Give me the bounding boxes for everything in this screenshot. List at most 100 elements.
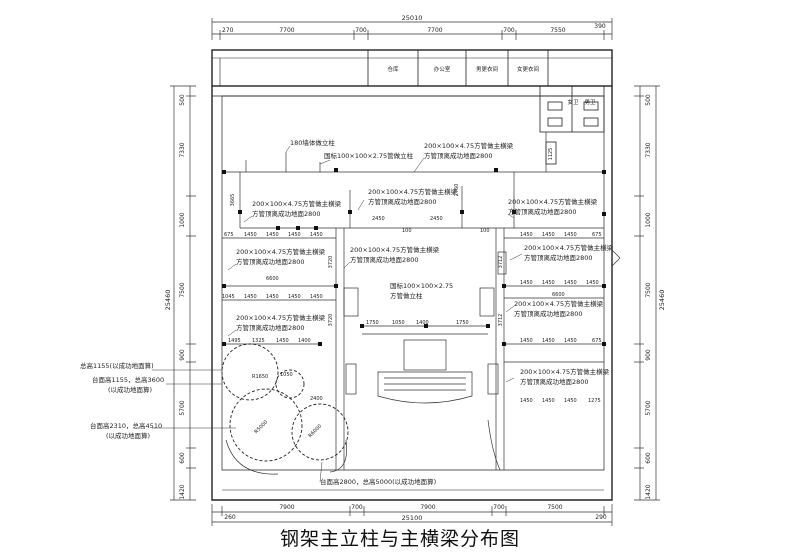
dim-bottom-5: 700 bbox=[493, 504, 505, 511]
label-height-3600-1: 台面高1155，总高3600 bbox=[92, 375, 164, 384]
label-beam-cw-1: 200×100×4.75方管做主横梁 bbox=[350, 245, 440, 254]
dim-100-b: 100 bbox=[480, 228, 490, 234]
dim-1450-d: 1450 bbox=[310, 232, 323, 238]
dim-1450-m: 1450 bbox=[542, 280, 555, 286]
dim-2400: 2400 bbox=[310, 396, 323, 402]
dim-left-1: 500 bbox=[179, 94, 186, 106]
dim-bottom-4: 7900 bbox=[420, 504, 435, 511]
leader-lines bbox=[152, 145, 523, 483]
dim-r5000: R5000 bbox=[253, 419, 269, 435]
label-beam-mid-1: 200×100×4.75方管做主横梁 bbox=[368, 187, 458, 196]
dim-1450-i: 1450 bbox=[266, 294, 279, 300]
dim-1450-t: 1450 bbox=[520, 398, 533, 404]
label-col-gb-top: 国标100×100×2.75管做立柱 bbox=[324, 151, 414, 160]
dim-bottom-2: 7900 bbox=[279, 504, 294, 511]
dim-right-3: 1000 bbox=[645, 212, 652, 227]
dim-1750-a: 1750 bbox=[366, 320, 379, 326]
dim-1450-v: 1450 bbox=[564, 398, 577, 404]
outer-walls bbox=[211, 49, 613, 501]
dim-r6000: R6000 bbox=[307, 423, 323, 439]
dim-1400: 1400 bbox=[298, 338, 311, 344]
dim-top-total: 25010 bbox=[402, 14, 423, 22]
dim-top-5: 700 bbox=[503, 27, 515, 34]
label-beam-rb-2: 方管顶离成功地面2800 bbox=[520, 377, 589, 386]
dim-right-4: 7500 bbox=[645, 282, 652, 297]
dim-3720-b: 3720 bbox=[328, 314, 334, 327]
dim-right-8: 1420 bbox=[645, 484, 652, 499]
round-platform-outline bbox=[225, 419, 501, 475]
dim-top-1: 270 bbox=[222, 27, 234, 34]
dim-1450-c: 1450 bbox=[288, 232, 301, 238]
bottom-dimension-lines bbox=[211, 504, 613, 526]
dim-6600-l: 6600 bbox=[266, 276, 279, 282]
dim-1450-l: 1450 bbox=[520, 280, 533, 286]
label-height-3600-2: (以成功地面算) bbox=[108, 385, 152, 394]
room-female-wc: 女卫 bbox=[567, 98, 579, 106]
dim-100-a: 100 bbox=[402, 228, 412, 234]
dim-675-r2: 675 bbox=[592, 338, 602, 344]
label-height-4510-1: 台面高2310，总高4510 bbox=[90, 421, 162, 430]
dim-top-6: 7550 bbox=[550, 27, 565, 34]
dim-bottom-3: 700 bbox=[351, 504, 363, 511]
dim-1325: 1325 bbox=[252, 338, 265, 344]
dim-675-r: 675 bbox=[592, 232, 602, 238]
dim-1275: 1275 bbox=[588, 398, 601, 404]
dim-1450-e: 1450 bbox=[520, 232, 533, 238]
dim-top-3: 700 bbox=[355, 27, 367, 34]
label-beam-mid-2: 方管顶离成功地面2800 bbox=[368, 197, 437, 206]
room-women-dressing: 女更衣间 bbox=[517, 65, 539, 73]
dim-bottom-1: 260 bbox=[224, 514, 236, 521]
dim-bottom-total: 25100 bbox=[402, 514, 423, 522]
dim-3712-a: 3712 bbox=[498, 256, 504, 269]
dim-1050: 1050 bbox=[280, 372, 293, 378]
label-beam-cw-2: 方管顶离成功地面2800 bbox=[350, 255, 419, 264]
dim-1450-n: 1450 bbox=[564, 280, 577, 286]
label-beam-left-1: 200×100×4.75方管做主横梁 bbox=[252, 199, 342, 208]
drawing-title: 钢架主立柱与主横梁分布图 bbox=[279, 528, 520, 550]
dim-left-6: 5700 bbox=[179, 400, 186, 415]
dim-1450-o: 1450 bbox=[586, 280, 599, 286]
dim-top-4: 7700 bbox=[427, 27, 442, 34]
dim-left-3: 1000 bbox=[179, 212, 186, 227]
service-rooms bbox=[367, 50, 605, 165]
dim-left-2: 7330 bbox=[179, 142, 186, 157]
dim-6600-r: 6600 bbox=[552, 292, 565, 298]
dim-left-8: 1420 bbox=[179, 484, 186, 499]
dim-1450-g: 1450 bbox=[564, 232, 577, 238]
label-beam-lw-1: 200×100×4.75方管做主横梁 bbox=[236, 247, 326, 256]
room-warehouse: 仓库 bbox=[387, 65, 399, 73]
dim-1000-a: 1050 bbox=[392, 320, 405, 326]
label-col-180: 180墙体做立柱 bbox=[290, 138, 335, 147]
dim-2450-b: 2450 bbox=[430, 216, 443, 222]
label-beam-lw-2: 方管顶离成功地面2800 bbox=[236, 257, 305, 266]
room-office: 办公室 bbox=[434, 65, 451, 73]
label-height-4510-2: (以成功地面算) bbox=[106, 431, 150, 440]
label-beam-rl-2: 方管顶离成功地面2800 bbox=[514, 309, 583, 318]
label-beam-rb-1: 200×100×4.75方管做主横梁 bbox=[520, 367, 610, 376]
left-dimension-lines bbox=[170, 85, 196, 501]
dim-1495: 1495 bbox=[228, 338, 241, 344]
dim-r1650: R1650 bbox=[252, 374, 268, 380]
dim-1450-p: 1450 bbox=[276, 338, 289, 344]
dim-left-5: 900 bbox=[179, 349, 186, 361]
dim-1450-s: 1450 bbox=[564, 338, 577, 344]
dim-top-2: 7700 bbox=[279, 27, 294, 34]
dim-right-7: 600 bbox=[645, 452, 652, 464]
label-beam-rl-1: 200×100×4.75方管做主横梁 bbox=[514, 299, 604, 308]
dim-bottom-7: 290 bbox=[595, 514, 607, 521]
label-beam-rw-1: 200×100×4.75方管做主横梁 bbox=[524, 243, 614, 252]
dim-1450-h: 1450 bbox=[244, 294, 257, 300]
label-beam-rw-2: 方管顶离成功地面2800 bbox=[524, 253, 593, 262]
dim-bottom-6: 7500 bbox=[547, 504, 562, 511]
label-beam-right-1: 200×100×4.75方管做主横梁 bbox=[508, 197, 598, 206]
dim-1450-u: 1450 bbox=[542, 398, 555, 404]
dim-1045: 1045 bbox=[222, 294, 235, 300]
dim-2760: 2760 bbox=[454, 184, 460, 197]
dim-675-l: 675 bbox=[224, 232, 234, 238]
dim-right-5: 900 bbox=[645, 349, 652, 361]
dim-1400-b: 1400 bbox=[416, 320, 429, 326]
dim-right-2: 7330 bbox=[645, 142, 652, 157]
right-dimension-lines bbox=[634, 85, 660, 501]
dim-2450-a: 2450 bbox=[372, 216, 385, 222]
